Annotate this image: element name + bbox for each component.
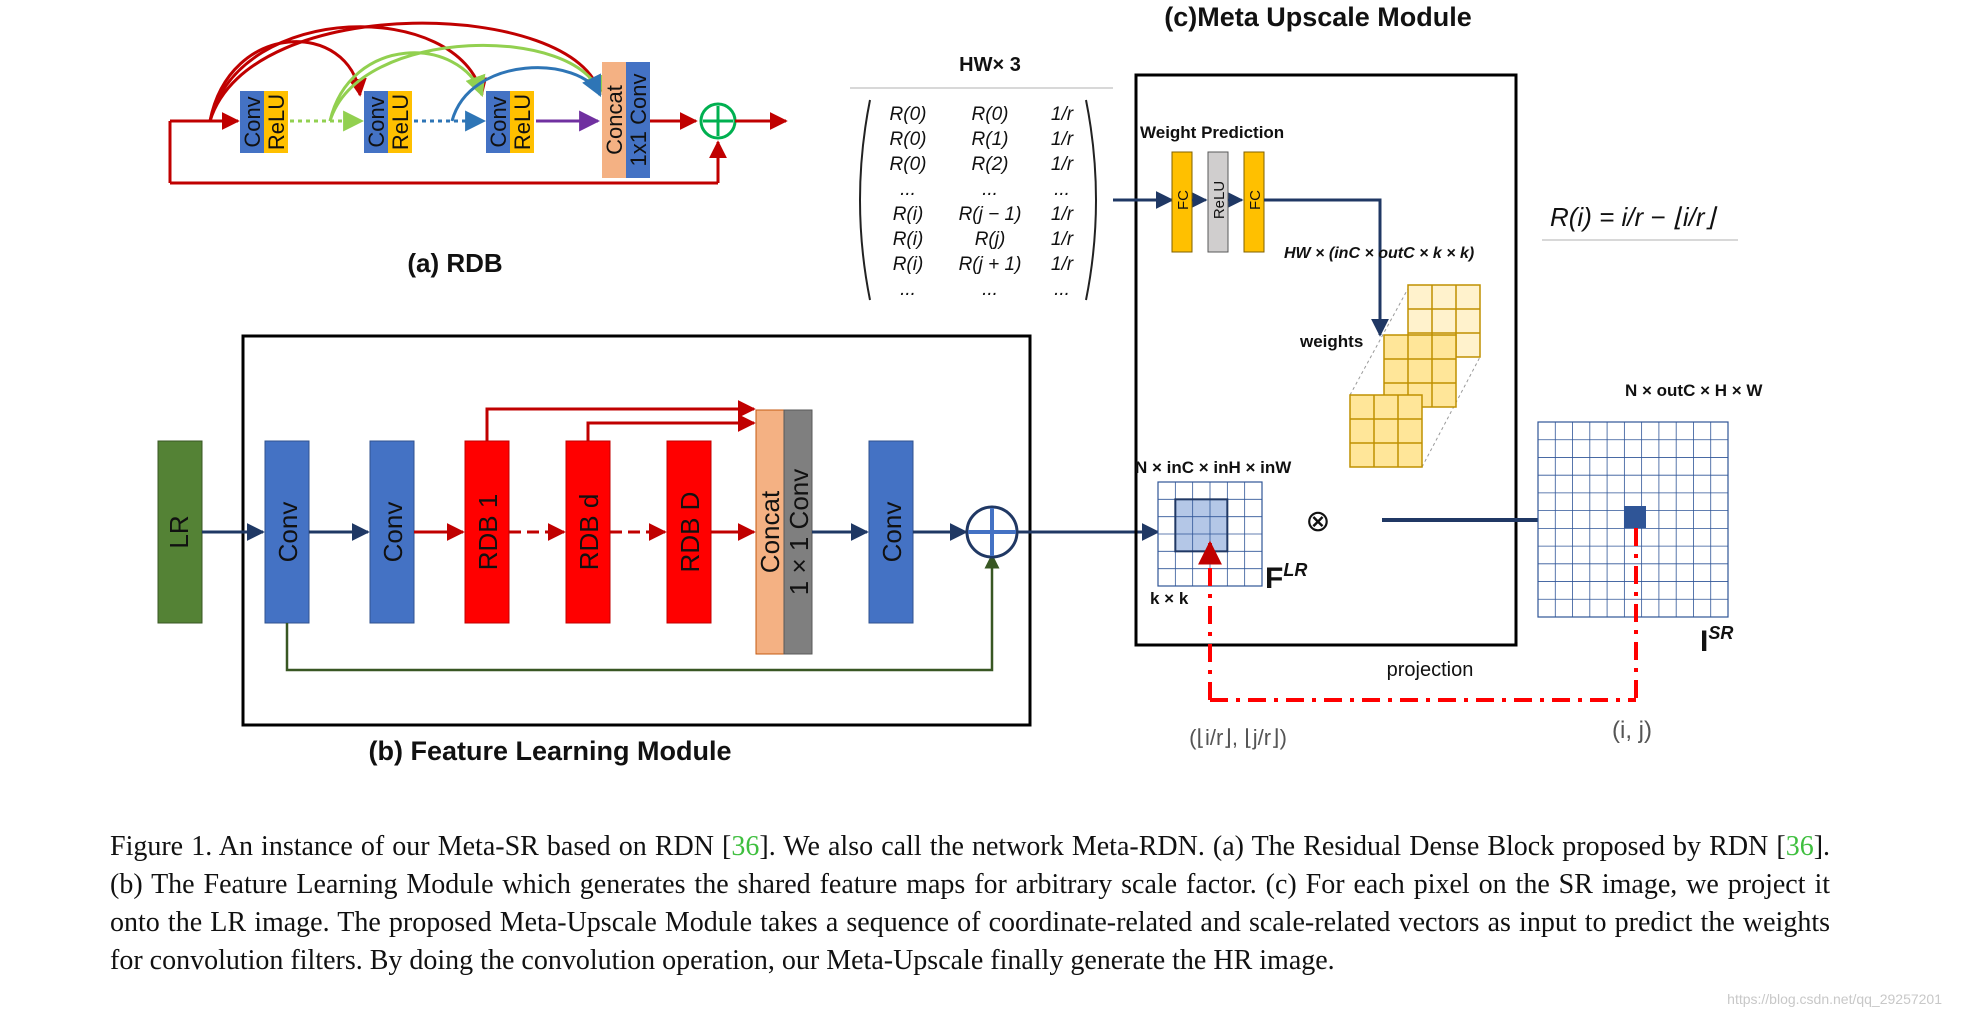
weight-kernels — [1349, 284, 1481, 468]
matrix-cell: R(i) — [893, 204, 924, 225]
matrix-cell: 1/r — [1051, 129, 1074, 150]
rdb-diagram: Conv ReLU Conv ReLU Conv ReLU Concat 1x1… — [168, 21, 788, 278]
matrix-header: HW× 3 — [959, 54, 1021, 76]
fc-label: FC — [1247, 190, 1264, 210]
matrix-cell: R(1) — [972, 129, 1009, 150]
ij-label: (i, j) — [1612, 717, 1652, 744]
figure-caption: Figure 1. An instance of our Meta-SR bas… — [110, 831, 1831, 976]
matrix-cell: R(0) — [890, 154, 927, 175]
matrix-cell: 1/r — [1051, 204, 1074, 225]
flm-conv-block — [868, 440, 914, 624]
meta-upscale-module: (c)Meta Upscale Module HW× 3 R(0) R(0) 1/r… — [850, 2, 1763, 750]
lr-label: LR — [164, 515, 194, 548]
rdb-relu-block — [264, 91, 288, 153]
rdb-relu-label: ReLU — [388, 94, 413, 150]
r-formula: R(i) = i/r − ⌊i/r⌋ — [1550, 202, 1718, 232]
weight-dims-label: HW × (inC × outC × k × k) — [1284, 245, 1474, 262]
isr-target-pixel — [1624, 506, 1646, 528]
feature-learning-module: LR Conv Conv RDB 1 RDB d RDB D Concat 1 … — [157, 334, 1160, 766]
rdb-conv-block — [364, 91, 388, 153]
rdb-relu-block — [388, 91, 412, 153]
fc-label: FC — [1175, 190, 1192, 210]
meta-title: (c)Meta Upscale Module — [1164, 2, 1472, 32]
meta-sr-figure: Conv ReLU Conv ReLU Conv ReLU Concat 1x1… — [157, 2, 1763, 766]
rdbD-label: RDB D — [675, 492, 705, 573]
weights-label: weights — [1299, 332, 1363, 351]
flm-concat-label: Concat — [755, 490, 785, 573]
meta-frame — [1134, 73, 1518, 647]
matrix-cell: 1/r — [1051, 104, 1074, 125]
conv-operator-icon: ⊗ — [1305, 505, 1330, 538]
rdbd-label: RDB d — [574, 494, 604, 571]
matrix-cell: ... — [1054, 179, 1070, 200]
matrix-cell: ... — [900, 179, 916, 200]
rdb-concat-label: Concat — [602, 85, 627, 155]
rdb-conv1x1-block — [626, 62, 650, 178]
matrix-cell: 1/r — [1051, 154, 1074, 175]
matrix-cell: ... — [982, 179, 998, 200]
rdb-conv-block — [486, 91, 510, 153]
matrix-cell: ... — [1054, 279, 1070, 300]
rdb-conv-label: Conv — [240, 96, 265, 147]
flm-conv-label: Conv — [273, 502, 303, 563]
weight-kernel — [1349, 394, 1423, 468]
flm-title: (b) Feature Learning Module — [368, 736, 731, 766]
flr-dims-label: N × inC × inH × inW — [1135, 458, 1292, 477]
matrix-cell: R(j) — [975, 229, 1006, 250]
flm-sum-node — [965, 505, 1019, 559]
flm-conv-label: Conv — [378, 502, 408, 563]
rdb-conv-block — [240, 91, 264, 153]
flm-conv1x1-block — [783, 409, 813, 655]
rdb-title: (a) RDB — [407, 248, 502, 278]
weight-prediction-label: Weight Prediction — [1140, 123, 1284, 142]
matrix-cell: R(j + 1) — [959, 254, 1022, 275]
matrix-cell: R(i) — [893, 229, 924, 250]
citation-link[interactable]: 36 — [731, 831, 760, 862]
isr-label: ISR — [1700, 623, 1733, 658]
watermark: https://blog.csdn.net/qq_29257201 — [1727, 991, 1942, 1007]
relu-block — [1207, 151, 1229, 253]
isr-dims-label: N × outC × H × W — [1625, 381, 1763, 400]
matrix-cell: ... — [900, 279, 916, 300]
flm-conv1x1-label: 1 × 1 Conv — [784, 469, 814, 595]
matrix-cell: R(0) — [890, 129, 927, 150]
matrix-cell: ... — [982, 279, 998, 300]
flm-conv-label: Conv — [877, 502, 907, 563]
projection-label: projection — [1387, 659, 1474, 681]
rdb-relu-label: ReLU — [264, 94, 289, 150]
flm-conv-block — [264, 440, 310, 624]
matrix-cell: 1/r — [1051, 229, 1074, 250]
kxk-label: k × k — [1150, 589, 1189, 608]
rdb-relu-label: ReLU — [510, 94, 535, 150]
matrix-cell: R(2) — [972, 154, 1009, 175]
rdb-conv-label: Conv — [486, 96, 511, 147]
citation-link[interactable]: 36 — [1785, 831, 1814, 862]
rdb1-block — [464, 440, 510, 624]
rdb1-label: RDB 1 — [473, 494, 503, 571]
flm-conv-block — [369, 440, 415, 624]
rdb-conv1x1-label: 1x1 Conv — [626, 74, 651, 167]
matrix-cell: 1/r — [1051, 254, 1074, 275]
matrix-cell: R(0) — [972, 104, 1009, 125]
lr-block — [157, 440, 203, 624]
fc-block — [1171, 151, 1193, 253]
coordinate-matrix: R(0)R(0)1/rR(0)R(1)1/rR(0)R(2)1/r.......… — [890, 104, 1074, 300]
matrix-cell: R(i) — [893, 254, 924, 275]
rdb-sum-node — [699, 102, 737, 140]
flr-label: FLR — [1265, 560, 1307, 595]
isr-output-image — [1537, 421, 1729, 618]
fc-block — [1243, 151, 1265, 253]
relu-label: ReLU — [1211, 181, 1228, 219]
floor-coord-label: (⌊i/r⌋, ⌊j/r⌋) — [1189, 725, 1287, 750]
rdbd-block — [565, 440, 611, 624]
matrix-cell: R(0) — [890, 104, 927, 125]
rdb-relu-block — [510, 91, 534, 153]
rdbD-block — [666, 440, 712, 624]
matrix-cell: R(j − 1) — [959, 204, 1022, 225]
flm-concat-block — [755, 409, 785, 655]
rdb-concat-block — [602, 62, 626, 178]
rdb-conv-label: Conv — [364, 96, 389, 147]
